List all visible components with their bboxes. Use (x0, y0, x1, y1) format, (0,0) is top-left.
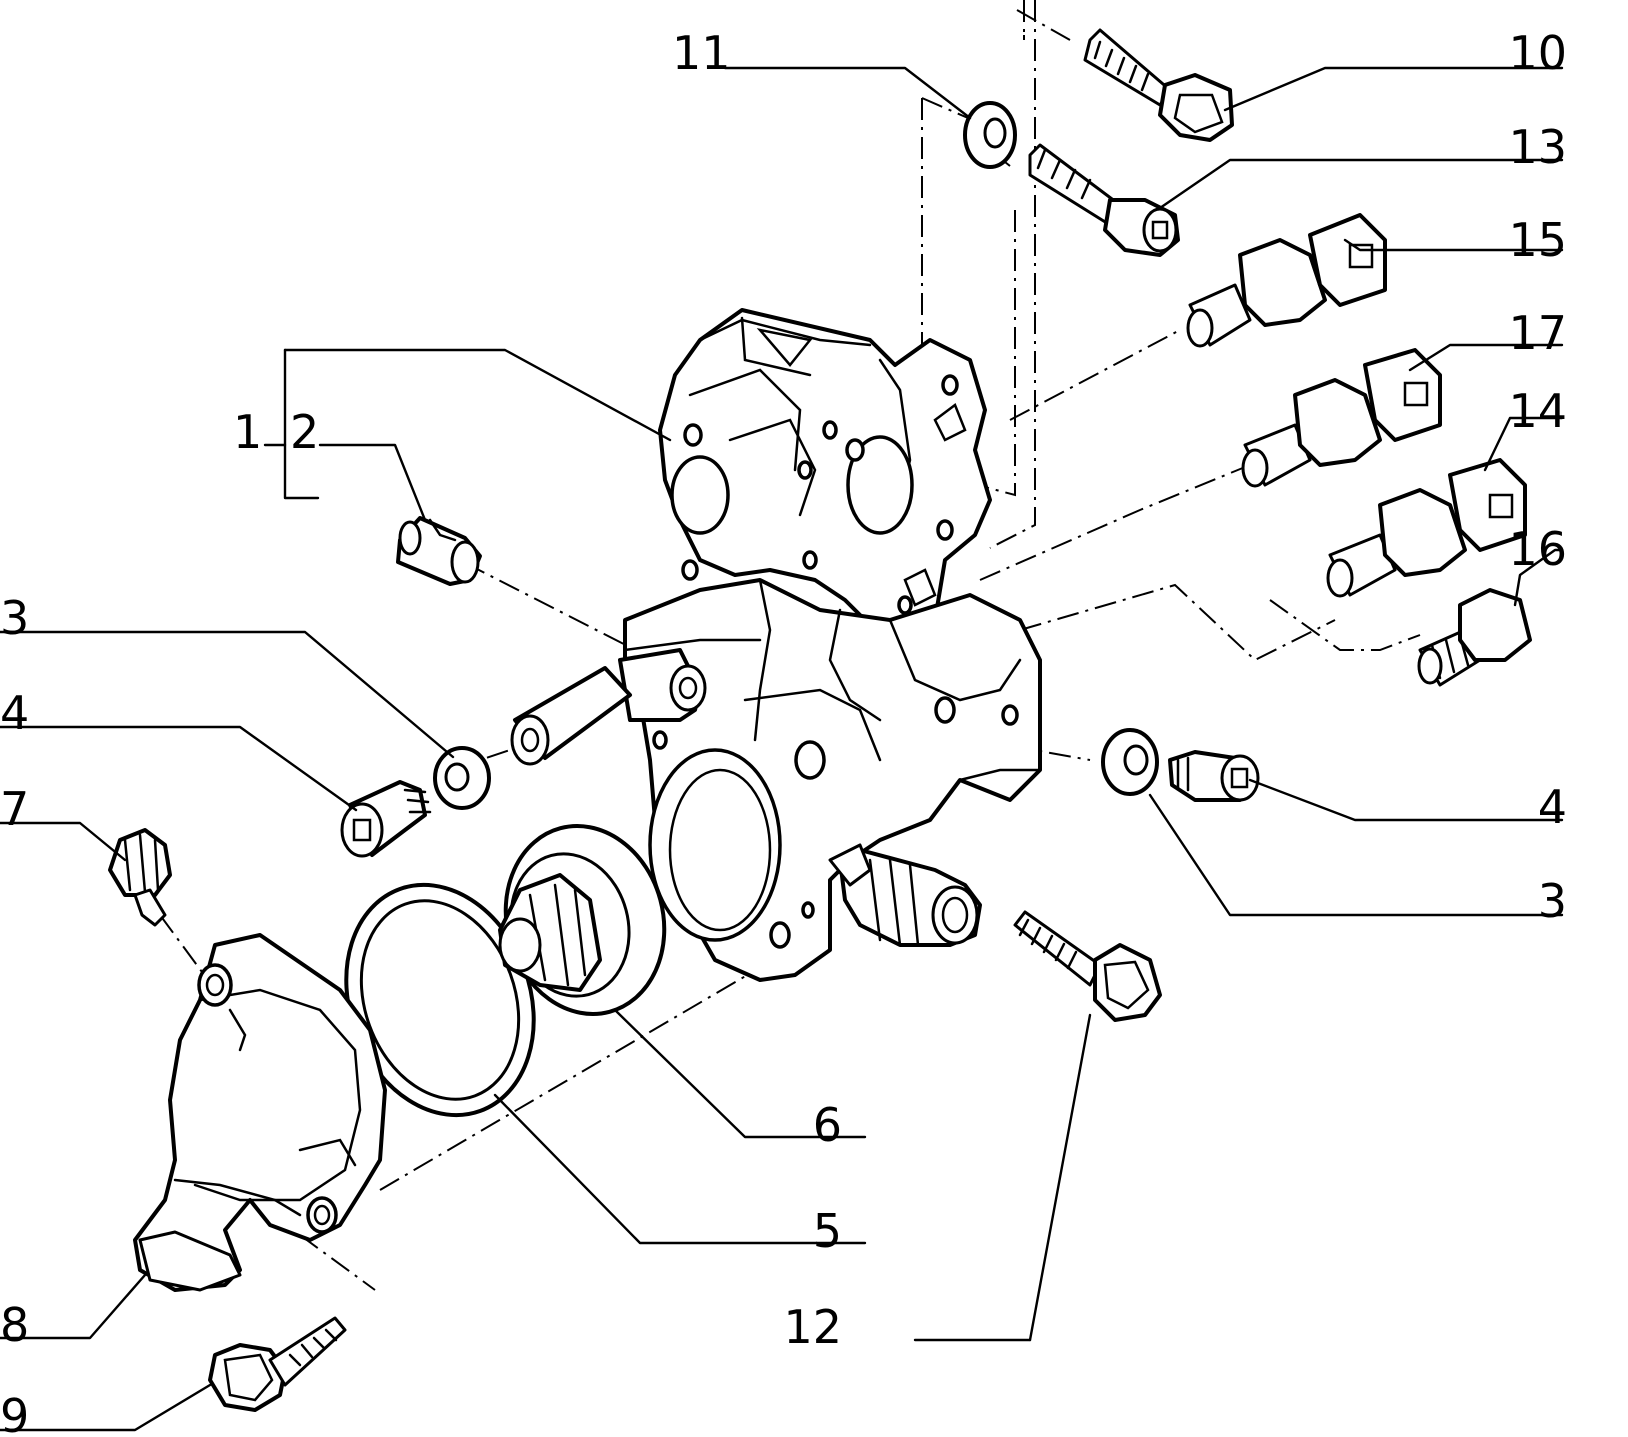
label-part-3-right: 3 (1538, 874, 1567, 928)
flange-bolt-lower (208, 1316, 347, 1412)
label-part-10: 10 (1508, 26, 1567, 80)
label-part-16: 16 (1508, 522, 1567, 576)
label-part-2: 2 (290, 405, 319, 459)
label-part-8: 8 (0, 1298, 29, 1352)
label-part-4-right: 4 (1538, 780, 1567, 834)
o-ring (344, 882, 536, 1118)
bleed-screw (108, 828, 172, 927)
label-part-12: 12 (783, 1300, 842, 1354)
thermostat-housing (618, 308, 1042, 982)
label-part-5: 5 (813, 1204, 842, 1258)
label-part-3-left: 3 (0, 591, 29, 645)
threaded-plug (1417, 588, 1532, 687)
leader-lines (0, 66, 1564, 1432)
label-part-1: 1 (233, 405, 262, 459)
label-part-4-left: 4 (0, 686, 29, 740)
washer-right (1101, 728, 1159, 796)
temperature-sensor-17 (1241, 348, 1442, 488)
temperature-sensor-14 (1326, 458, 1527, 598)
label-part-9: 9 (0, 1389, 29, 1437)
hex-bolt-upper (1083, 28, 1234, 142)
cap-screw-upper (1028, 143, 1180, 257)
outlet-cover (133, 933, 387, 1292)
label-part-6: 6 (813, 1098, 842, 1152)
label-part-7: 7 (0, 782, 29, 836)
label-part-15: 15 (1508, 213, 1567, 267)
dowel-sleeve (396, 516, 482, 586)
label-part-11: 11 (672, 26, 731, 80)
label-part-14: 14 (1508, 384, 1567, 438)
label-part-17: 17 (1508, 306, 1567, 360)
spacer-tube-left (510, 666, 632, 766)
part-number-labels: 11 10 13 15 17 14 16 1 2 3 4 7 4 3 6 5 8… (0, 26, 1567, 1437)
label-part-13: 13 (1508, 120, 1567, 174)
flange-bolt-right (1013, 910, 1162, 1022)
temperature-sensor-15 (1186, 213, 1387, 348)
thermostat (498, 824, 667, 1016)
washer-upper (963, 101, 1017, 169)
washer-left (433, 746, 491, 810)
cap-screw-right (1168, 750, 1260, 802)
cap-screw-left (340, 780, 432, 858)
